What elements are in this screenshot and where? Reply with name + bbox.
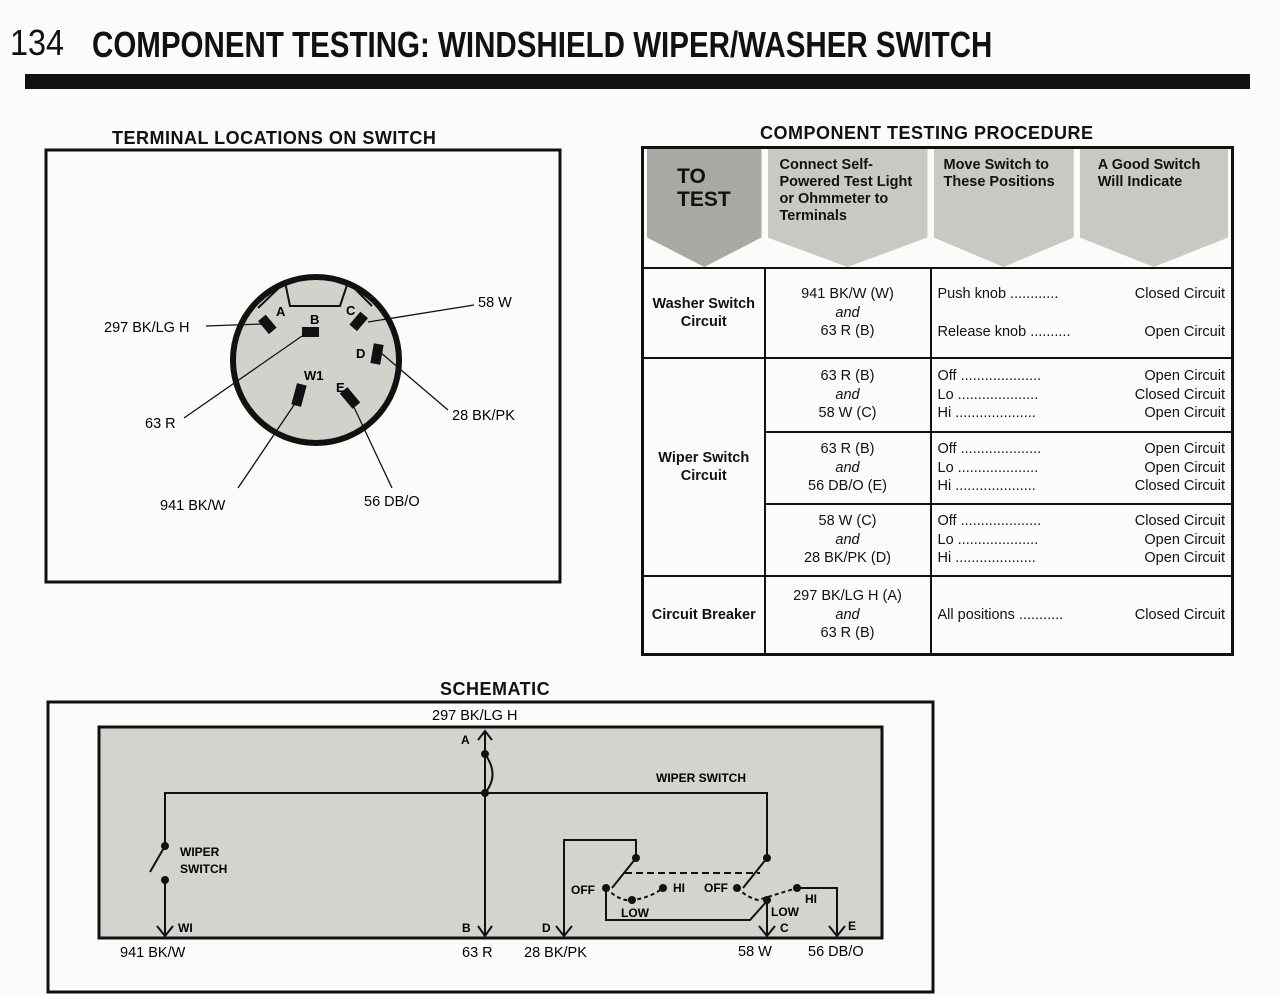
text-label: 941 BK/W xyxy=(160,498,226,514)
terminal-diagram: A B C D W1 E 297 BK/LG H 58 W 63 R 28 BK… xyxy=(44,148,562,584)
text-label: 58 W xyxy=(478,295,512,311)
text-label: B xyxy=(310,312,319,327)
text-label: OFF xyxy=(704,881,728,895)
text-label: Open Circuit xyxy=(1144,550,1225,567)
text-label: A xyxy=(276,304,286,319)
text-label: WIPER SWITCH xyxy=(656,771,746,785)
text-label: E xyxy=(848,919,856,933)
text-label: SWITCH xyxy=(180,862,227,876)
page-title: COMPONENT TESTING: WINDSHIELD WIPER/WASH… xyxy=(92,24,993,65)
text-label: W1 xyxy=(304,368,324,383)
text-label: Open Circuit xyxy=(1144,405,1225,422)
text-label: Closed Circuit xyxy=(1134,285,1225,302)
text-label: Off .................... xyxy=(937,513,1042,530)
table-row: 58 W (C)and 28 BK/PK (D) Off ............… xyxy=(643,503,1234,577)
text-label: Closed Circuit xyxy=(1134,478,1225,495)
text-label: Push knob ............ xyxy=(937,285,1059,302)
title-rule xyxy=(25,74,1250,89)
text-label: All positions ........... xyxy=(937,606,1064,623)
table-row: Circuit Breaker 297 BK/LG H (A) and 63 R (… xyxy=(641,575,1234,655)
text-label: 56 DB/O xyxy=(808,944,864,960)
terminal-heading: TERMINAL LOCATIONS ON SWITCH xyxy=(112,128,437,148)
header-positions: Move Switch to These Positions xyxy=(933,149,1074,267)
text-label: Open Circuit xyxy=(1144,459,1225,476)
text-label: D xyxy=(542,921,551,935)
text-label: 28 BK/PK (D) xyxy=(803,550,892,567)
text-label: HI xyxy=(673,881,685,895)
text-label: Open Circuit xyxy=(1144,531,1225,548)
text-label: 63 R (B) xyxy=(820,368,875,385)
text-label: Lo .................... xyxy=(937,531,1039,548)
test-name: Wiper Switch Circuit xyxy=(641,357,766,577)
text-label: Hi .................... xyxy=(937,550,1036,567)
text-label: and xyxy=(835,386,860,403)
text-label: Off .................... xyxy=(937,441,1042,458)
text-label: 297 BK/LG H (A) xyxy=(793,588,902,604)
procedure-heading: COMPONENT TESTING PROCEDURE xyxy=(760,123,1094,143)
text-label: 63 R xyxy=(462,945,493,961)
header-to-test: TO TEST xyxy=(647,149,762,267)
text-label: D xyxy=(356,346,365,361)
text-label: Lo .................... xyxy=(937,459,1039,476)
text-label: and xyxy=(835,606,860,623)
text-label: 941 BK/W (W) xyxy=(801,286,894,303)
page-number: 134 xyxy=(10,22,65,63)
text-label: and xyxy=(835,459,860,476)
text-label: 297 BK/LG H xyxy=(104,320,189,336)
text-label: 941 BK/W xyxy=(120,945,186,961)
test-name: Circuit Breaker xyxy=(641,575,766,655)
text-label: Release knob .......... xyxy=(937,324,1071,340)
table-row: 63 R (B)and 56 DB/O (E) Off .............… xyxy=(643,431,1234,505)
header-indicate: A Good Switch Will Indicate xyxy=(1079,149,1228,267)
text-label: A xyxy=(461,733,470,747)
text-label: C xyxy=(780,921,789,935)
header-connect: Connect Self- Powered Test Light or Ohmm… xyxy=(767,149,928,267)
text-label: 63 R (B) xyxy=(820,625,875,641)
text-label: Off .................... xyxy=(937,368,1042,385)
text-label: Closed Circuit xyxy=(1134,386,1225,403)
text-label: 56 DB/O (E) xyxy=(808,478,887,495)
test-name: Washer Switch Circuit xyxy=(641,267,766,359)
text-label: Open Circuit xyxy=(1144,441,1225,458)
text-label: LOW xyxy=(771,905,800,919)
text-label: Hi .................... xyxy=(937,478,1036,495)
text-label: B xyxy=(462,921,471,935)
text-label: OFF xyxy=(571,883,595,897)
text-label: WIPER xyxy=(180,845,220,859)
text-label: and xyxy=(835,531,860,548)
text-label: 28 BK/PK xyxy=(452,408,515,424)
text-label: LOW xyxy=(621,906,650,920)
text-label: 58 W xyxy=(738,944,772,960)
text-label: C xyxy=(346,303,356,318)
procedure-table: TO TEST Connect Self- Powered Test Light… xyxy=(641,146,1234,656)
text-label: 56 DB/O xyxy=(364,494,420,510)
text-label: 58 W (C) xyxy=(818,405,877,422)
text-label: 297 BK/LG H xyxy=(432,708,517,724)
table-row: Washer Switch Circuit 941 BK/W (W)and 63 … xyxy=(641,267,1234,359)
text-label: 58 W (C) xyxy=(818,513,877,530)
text-label: 63 R (B) xyxy=(820,441,875,458)
text-label: Hi .................... xyxy=(937,405,1036,422)
schematic-heading: SCHEMATIC xyxy=(440,679,551,699)
text-label: E xyxy=(336,380,345,395)
text-label: HI xyxy=(805,892,817,906)
text-label: Lo .................... xyxy=(937,386,1039,403)
text-label: Closed Circuit xyxy=(1134,606,1225,623)
text-label: 63 R (B) xyxy=(820,323,875,340)
text-label: Closed Circuit xyxy=(1134,513,1225,530)
text-label: 63 R xyxy=(145,416,176,432)
text-label: Open Circuit xyxy=(1144,368,1225,385)
text-label: WI xyxy=(178,921,193,935)
text-label: 28 BK/PK xyxy=(524,945,587,961)
text-label: Open Circuit xyxy=(1144,324,1225,340)
text-label: and xyxy=(835,304,860,321)
